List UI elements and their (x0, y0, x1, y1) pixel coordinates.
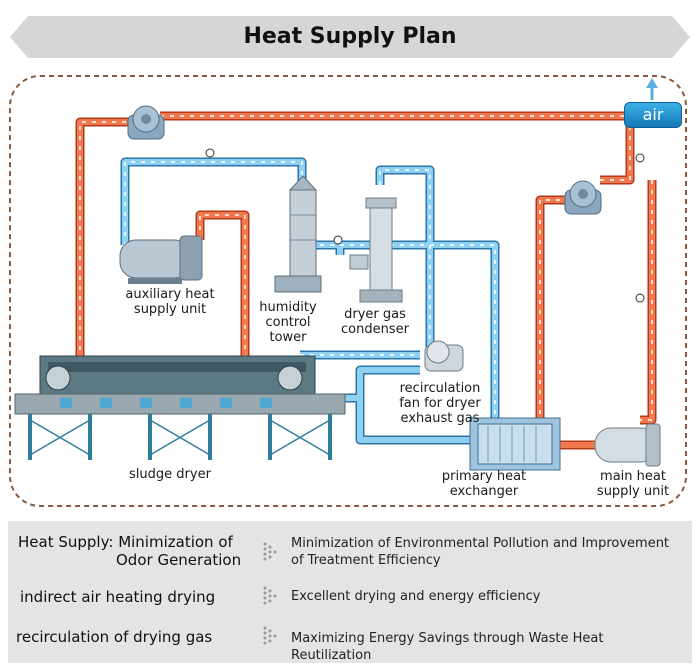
summary-row-indirect-air: indirect air heating drying Excellent dr… (8, 585, 692, 625)
summary-row-benefit: Maximizing Energy Savings through Waste … (291, 631, 604, 663)
summary-row-label: indirect air heating drying (20, 588, 216, 606)
banner-shape (10, 16, 690, 58)
humidity-control-tower (274, 175, 322, 293)
summary-row-benefit: Minimization of Environmental Pollution … (291, 536, 670, 568)
page-title: Heat Supply Plan (243, 24, 457, 49)
title-banner: Heat Supply Plan (10, 16, 690, 58)
dotted-arrow-icon (263, 542, 277, 561)
summary-row-heat-supply: Heat Supply: Minimization of Odor Genera… (8, 533, 692, 573)
summary-row-recirculation: recirculation of drying gas Maximizing E… (8, 625, 692, 665)
system-boundary-frame (9, 75, 687, 507)
summary-row-label: recirculation of drying gas (16, 628, 213, 646)
supply-fan-right (564, 180, 602, 215)
label-main-heat-supply-unit: main heat supply unit (596, 469, 670, 499)
dryer-gas-condenser (349, 197, 403, 303)
label-recirculation-fan: recirculation fan for dryer exhaust gas (399, 381, 481, 426)
dotted-arrow-icon (263, 586, 277, 605)
label-auxiliary-heat-supply-unit: auxiliary heat supply unit (125, 287, 215, 317)
main-heat-supply-unit (594, 423, 661, 467)
label-primary-heat-exchanger: primary heat exchanger (441, 469, 527, 499)
sludge-dryer (14, 355, 346, 460)
recirculation-fan (424, 340, 464, 372)
summary-row-benefit: Excellent drying and energy efficiency (291, 589, 541, 604)
primary-heat-exchanger (469, 417, 561, 471)
summary-panel: Heat Supply: Minimization of Odor Genera… (8, 521, 692, 663)
summary-row-label: Heat Supply: Minimization of Odor Genera… (18, 533, 242, 569)
auxiliary-heat-supply-unit (119, 235, 203, 284)
air-outlet-arrow (646, 78, 658, 100)
air-outlet-badge: air (624, 102, 682, 128)
label-dryer-gas-condenser: dryer gas condenser (341, 307, 409, 337)
dotted-arrow-icon (263, 626, 277, 645)
supply-fan-top (127, 105, 165, 140)
flow-meters (205, 148, 645, 303)
label-sludge-dryer: sludge dryer (129, 467, 211, 482)
hot-air-lines (75, 111, 657, 450)
process-diagram (9, 75, 687, 507)
label-humidity-control-tower: humidity control tower (259, 300, 317, 345)
gas-recirculation-lines (120, 157, 500, 445)
